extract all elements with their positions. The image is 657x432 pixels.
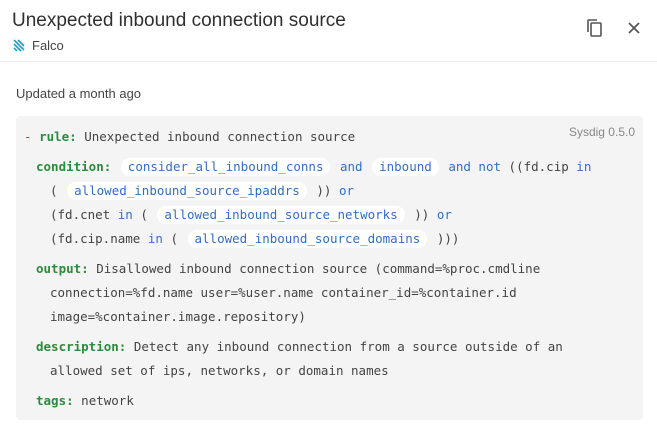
output-line-3: image=%container.image.repository)	[50, 309, 306, 324]
keyword: and not	[448, 159, 502, 174]
close-icon	[628, 22, 640, 34]
tags-value: network	[81, 393, 134, 408]
condition-text: (	[50, 183, 58, 198]
keyword: and	[340, 159, 363, 174]
macro-link[interactable]: inbound	[372, 158, 439, 176]
condition-text: (fd.cip.name	[50, 231, 141, 246]
list-dash: -	[24, 129, 32, 144]
condition-text: (fd.cnet	[50, 207, 111, 222]
description-text: Detect any inbound connection from a sou…	[133, 339, 563, 354]
source-label: Falco	[32, 38, 64, 53]
description-line-1: description: Detect any inbound connecti…	[36, 338, 563, 356]
keyword: in	[147, 231, 163, 246]
condition-text: ((fd.cip	[508, 159, 569, 174]
keyword: in	[117, 207, 133, 222]
condition-line-3: (fd.cnet in ( allowed_inbound_source_net…	[50, 206, 452, 224]
condition-text: (	[140, 207, 148, 222]
copy-icon	[587, 19, 602, 37]
copy-button[interactable]	[581, 14, 609, 42]
macro-link[interactable]: allowed_inbound_source_networks	[157, 206, 405, 224]
condition-text: ))	[316, 183, 332, 198]
condition-text: ))	[414, 207, 430, 222]
keyword: in	[576, 159, 592, 174]
rule-code-block: Sysdig 0.5.0 - rule: Unexpected inbound …	[16, 116, 643, 420]
rule-source: Falco	[12, 38, 64, 53]
macro-link[interactable]: allowed_inbound_source_domains	[187, 230, 428, 248]
description-key: description:	[36, 339, 127, 354]
description-line-2: allowed set of ips, networks, or domain …	[50, 363, 389, 378]
condition-line-4: (fd.cip.name in ( allowed_inbound_source…	[50, 230, 459, 248]
macro-link[interactable]: allowed_inbound_source_ipaddrs	[67, 182, 307, 200]
keyword: or	[436, 207, 452, 222]
output-key: output:	[36, 261, 89, 276]
condition-line-2: ( allowed_inbound_source_ipaddrs )) or	[50, 182, 354, 200]
rule-value: Unexpected inbound connection source	[84, 129, 356, 144]
updated-timestamp: Updated a month ago	[16, 86, 142, 101]
output-line-2: connection=%fd.name user=%user.name cont…	[50, 285, 517, 300]
output-text: Disallowed inbound connection source (co…	[96, 261, 541, 276]
condition-line-1: condition: consider_all_inbound_conns an…	[36, 158, 591, 176]
condition-text: (	[170, 231, 178, 246]
rule-key: rule:	[39, 129, 77, 144]
falco-logo-icon	[13, 38, 25, 52]
version-label: Sysdig 0.5.0	[568, 125, 635, 139]
keyword: or	[338, 183, 355, 198]
page-title: Unexpected inbound connection source	[12, 10, 346, 31]
panel-header: Unexpected inbound connection source Fal…	[0, 0, 657, 62]
close-button[interactable]	[620, 14, 648, 42]
condition-text: )))	[436, 231, 460, 246]
output-line-1: output: Disallowed inbound connection so…	[36, 260, 540, 278]
rule-line: - rule: Unexpected inbound connection so…	[24, 128, 355, 146]
condition-key: condition:	[36, 159, 112, 174]
tags-key: tags:	[36, 393, 74, 408]
macro-link[interactable]: consider_all_inbound_conns	[120, 158, 331, 176]
tags-line: tags: network	[36, 392, 134, 410]
